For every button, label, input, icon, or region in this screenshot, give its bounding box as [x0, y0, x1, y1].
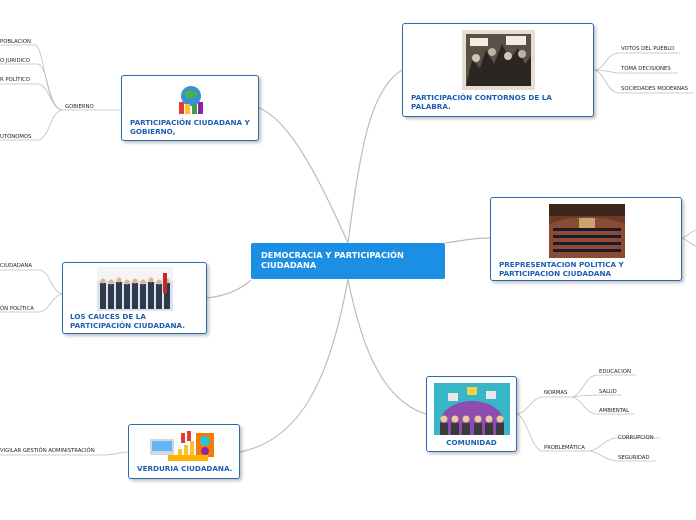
chart-clipart-image: [148, 429, 224, 463]
node-cauces[interactable]: LOS CAUCES DE LA PARTICIPACIÓN CIUDADANA…: [62, 262, 207, 334]
central-topic[interactable]: DEMOCRACIA Y PARTICIPACIÓN CIUDADANA: [251, 243, 445, 279]
leaf-ciudadana[interactable]: CIUDADANA: [0, 263, 32, 269]
leaf-politica[interactable]: ÓN POLÍTICA: [0, 306, 34, 312]
people-globe-icon: [176, 84, 206, 116]
leaf-normas[interactable]: NORMAS: [544, 390, 568, 396]
leaf-ambiental[interactable]: AMBIENTAL: [599, 408, 630, 414]
node-representacion-title: PREPRESENTACION POLITICA Y PARTICIPACION…: [499, 260, 624, 278]
connector-center-comunidad: [347, 278, 427, 415]
node-cauces-title: LOS CAUCES DE LA PARTICIPACIÓN CIUDADANA…: [70, 312, 185, 330]
leaf-sociedades[interactable]: SOCIEDADES MODERNAS: [621, 86, 689, 92]
node-verduria[interactable]: VERDURIA CIUDADANA.: [128, 424, 240, 479]
connector-center-gobierno: [258, 107, 349, 244]
leaf-gobierno[interactable]: GOBIERNO: [65, 104, 94, 110]
leaf-juridico[interactable]: O JURIDICO: [0, 58, 31, 64]
leaf-politico[interactable]: R POLÍTICO: [0, 77, 30, 83]
community-image: [434, 383, 510, 435]
leaf-votos[interactable]: VOTOS DEL PUEBLO: [621, 46, 675, 52]
connector-center-verduria: [239, 278, 349, 453]
group-photo-image: [97, 267, 173, 311]
leaf-salud[interactable]: SALUD: [599, 389, 617, 395]
parliament-image: [549, 204, 625, 258]
protest-crowd-image: [462, 30, 535, 90]
leaf-autonomos[interactable]: UTÓNOMOS: [0, 134, 32, 140]
node-verduria-title: VERDURIA CIUDADANA.: [137, 464, 233, 473]
node-gobierno[interactable]: PARTICIPACIÓN CIUDADANA Y GOBIERNO,: [121, 75, 259, 141]
connector-center-cauces: [206, 279, 252, 299]
leaf-problematica[interactable]: PROBLEMÁTICA: [544, 445, 585, 451]
node-contornos-title: PARTICIPACIÓN CONTORNOS DE LA PALABRA.: [411, 93, 552, 111]
node-contornos[interactable]: PARTICIPACIÓN CONTORNOS DE LA PALABRA.: [402, 23, 594, 117]
leaf-poblacion[interactable]: POBLACION: [0, 39, 31, 45]
node-comunidad[interactable]: COMUNIDAD: [426, 376, 517, 452]
node-comunidad-title: COMUNIDAD: [446, 438, 497, 447]
leaf-toma-decisiones[interactable]: TOMA DECISIONES: [621, 66, 671, 72]
connector-center-representacion: [444, 237, 491, 244]
central-topic-label: DEMOCRACIA Y PARTICIPACIÓN CIUDADANA: [261, 250, 404, 270]
leaf-corrupcion[interactable]: CORRUPCION: [618, 435, 654, 441]
node-representacion[interactable]: PREPRESENTACION POLITICA Y PARTICIPACION…: [490, 197, 682, 281]
connector-center-contornos: [347, 69, 403, 244]
leaf-seguridad[interactable]: SEGURIDAD: [618, 455, 650, 461]
leaf-vigilar[interactable]: VIGILAR GESTIÓN ADMINISTRACIÓN: [0, 448, 95, 454]
leaf-educacion[interactable]: EDUCACION: [599, 369, 631, 375]
node-gobierno-title: PARTICIPACIÓN CIUDADANA Y GOBIERNO,: [130, 118, 250, 136]
